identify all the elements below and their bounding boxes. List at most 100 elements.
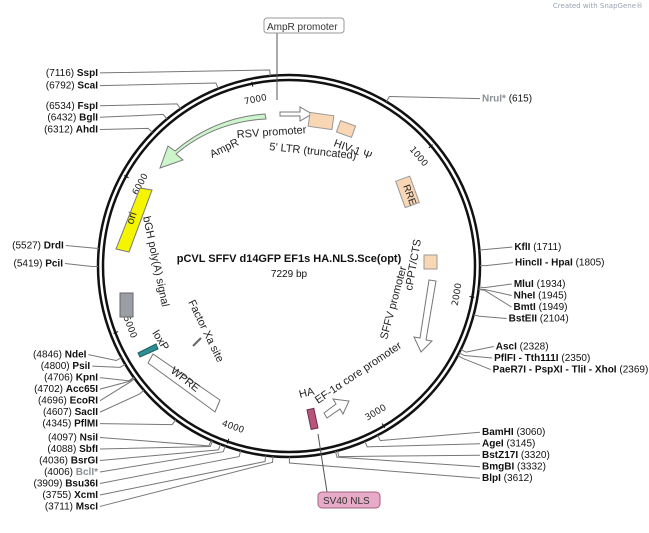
restriction-site[interactable]: (6432) BglI xyxy=(47,112,98,123)
site-leader xyxy=(99,378,136,402)
restriction-site[interactable]: (6534) FspI xyxy=(46,101,98,112)
restriction-site[interactable]: (5527) DrdI xyxy=(12,241,64,252)
factor-xa-label: Factor Xa site xyxy=(185,298,226,364)
ori-feature[interactable] xyxy=(115,187,153,253)
restriction-site[interactable]: HincII - HpaI (1805) xyxy=(515,258,604,269)
tick-mark xyxy=(113,331,119,334)
restriction-site[interactable]: (4097) NsiI xyxy=(48,432,98,443)
restriction-site[interactable]: PflFI - Tth111I (2350) xyxy=(494,353,590,364)
ltr-feature[interactable] xyxy=(307,111,335,131)
site-leader xyxy=(99,127,153,133)
bgh-label: bGH poly(A) signal xyxy=(140,215,171,308)
site-position: (4006) xyxy=(44,467,73,478)
restriction-site[interactable]: BamHI (3060) xyxy=(482,427,545,438)
site-position: (5419) xyxy=(14,258,43,269)
restriction-site[interactable]: AscI (2328) xyxy=(496,342,549,353)
sv40-nls-box[interactable] xyxy=(317,491,381,509)
restriction-site[interactable]: (7116) SspI xyxy=(46,68,98,79)
restriction-site[interactable]: (6792) ScaI xyxy=(46,81,98,92)
site-name: KpnI xyxy=(76,373,98,384)
rre-feature[interactable] xyxy=(394,175,420,209)
rsv-promoter-feature[interactable] xyxy=(279,106,313,122)
site-leader xyxy=(88,354,122,362)
restriction-site[interactable]: (5419) PciI xyxy=(14,258,64,269)
restriction-site[interactable]: (4006) BclI* xyxy=(44,467,98,478)
site-leader xyxy=(99,82,219,89)
site-position: (4345) xyxy=(42,419,71,430)
restriction-site[interactable]: (3755) XcmI xyxy=(42,490,98,501)
tick-label: 7000 xyxy=(243,93,268,107)
restriction-site[interactable]: KflI (1711) xyxy=(514,242,561,253)
ampr-feature[interactable] xyxy=(159,113,267,169)
bgh-polya-feature[interactable] xyxy=(119,292,134,318)
site-position: (6312) xyxy=(44,125,73,136)
restriction-site[interactable]: (4088) SbfI xyxy=(47,444,98,455)
site-position: (3909) xyxy=(34,478,63,489)
restriction-site[interactable]: AgeI (3145) xyxy=(482,439,535,450)
sffv-feature[interactable] xyxy=(413,279,437,353)
site-position: (4097) xyxy=(48,432,77,443)
restriction-site[interactable]: (4800) PsiI xyxy=(41,361,91,372)
site-leader xyxy=(99,440,214,450)
restriction-site[interactable]: (3909) Bsu36I xyxy=(34,478,99,489)
site-leader xyxy=(99,113,168,120)
site-leader xyxy=(478,283,512,289)
restriction-site[interactable]: (4607) SacII xyxy=(43,407,98,418)
restriction-site[interactable]: (4696) EcoRI xyxy=(38,396,98,407)
ef1a-feature[interactable] xyxy=(323,398,350,419)
ampr-label: AmpR xyxy=(208,136,241,160)
site-leader xyxy=(288,456,481,479)
site-name: XcmI xyxy=(74,490,98,501)
tick-mark xyxy=(251,81,254,87)
ha-label: HA xyxy=(298,385,316,401)
restriction-site[interactable]: (4706) KpnI xyxy=(44,373,98,384)
restriction-site[interactable]: MluI (1934) xyxy=(514,279,566,290)
site-leader xyxy=(479,246,513,251)
restriction-site[interactable]: NheI (1945) xyxy=(514,290,567,301)
site-leader xyxy=(99,419,177,426)
hiv-psi-feature[interactable] xyxy=(335,119,357,139)
restriction-site[interactable]: PaeR7I - PspXI - TliI - XhoI (2369) xyxy=(493,365,649,376)
wpre-feature[interactable] xyxy=(147,353,221,413)
restriction-site[interactable]: (6312) AhdI xyxy=(44,125,98,136)
restriction-site[interactable]: BstZ17I (3320) xyxy=(482,450,550,461)
site-name: BamHI xyxy=(482,427,514,438)
tick-label: 2000 xyxy=(451,282,465,307)
site-name: NheI xyxy=(514,290,536,301)
tick-label: 5000 xyxy=(121,315,139,340)
restriction-site[interactable]: NruI* (615) xyxy=(482,94,532,105)
site-name: NdeI xyxy=(65,350,87,361)
restriction-site[interactable]: BlpI (3612) xyxy=(482,473,533,484)
site-position: (3612) xyxy=(504,473,533,484)
site-name: BstEII xyxy=(509,313,538,324)
cppt-feature[interactable] xyxy=(423,254,438,270)
site-name: Bsu36I xyxy=(65,478,98,489)
site-leader xyxy=(99,436,212,447)
tick-mark xyxy=(381,423,386,429)
site-position: (2104) xyxy=(540,313,569,324)
site-position: (3332) xyxy=(517,462,546,473)
site-name: AscI xyxy=(496,342,517,353)
restriction-site[interactable]: (4702) Acc65I xyxy=(34,384,98,395)
restriction-site[interactable]: BmtI (1949) xyxy=(514,302,568,313)
tick-label: 1000 xyxy=(407,145,430,169)
restriction-site[interactable]: (4345) PflMI xyxy=(42,419,98,430)
restriction-site[interactable]: BmgBI (3332) xyxy=(482,462,546,473)
cppt-label: cPPT/CTS xyxy=(403,238,424,291)
site-position: (4696) xyxy=(38,396,67,407)
site-position: (1934) xyxy=(537,279,566,290)
tick-label: 4000 xyxy=(220,419,245,436)
factor-xa-feature[interactable] xyxy=(192,337,202,347)
restriction-site[interactable]: (4846) NdeI xyxy=(33,350,87,361)
ampr-promoter-box[interactable] xyxy=(263,17,345,34)
site-name: NsiI xyxy=(80,432,99,443)
site-leader xyxy=(99,389,145,413)
restriction-site[interactable]: (4036) BsrGI xyxy=(39,455,98,466)
loxp-feature[interactable] xyxy=(137,343,159,358)
plasmid-length: 7229 bp xyxy=(271,269,308,280)
site-name: ScaI xyxy=(77,81,98,92)
restriction-site[interactable]: (3711) MscI xyxy=(45,501,98,512)
ha-feature[interactable] xyxy=(306,407,319,430)
restriction-site[interactable]: BstEII (2104) xyxy=(509,313,569,324)
